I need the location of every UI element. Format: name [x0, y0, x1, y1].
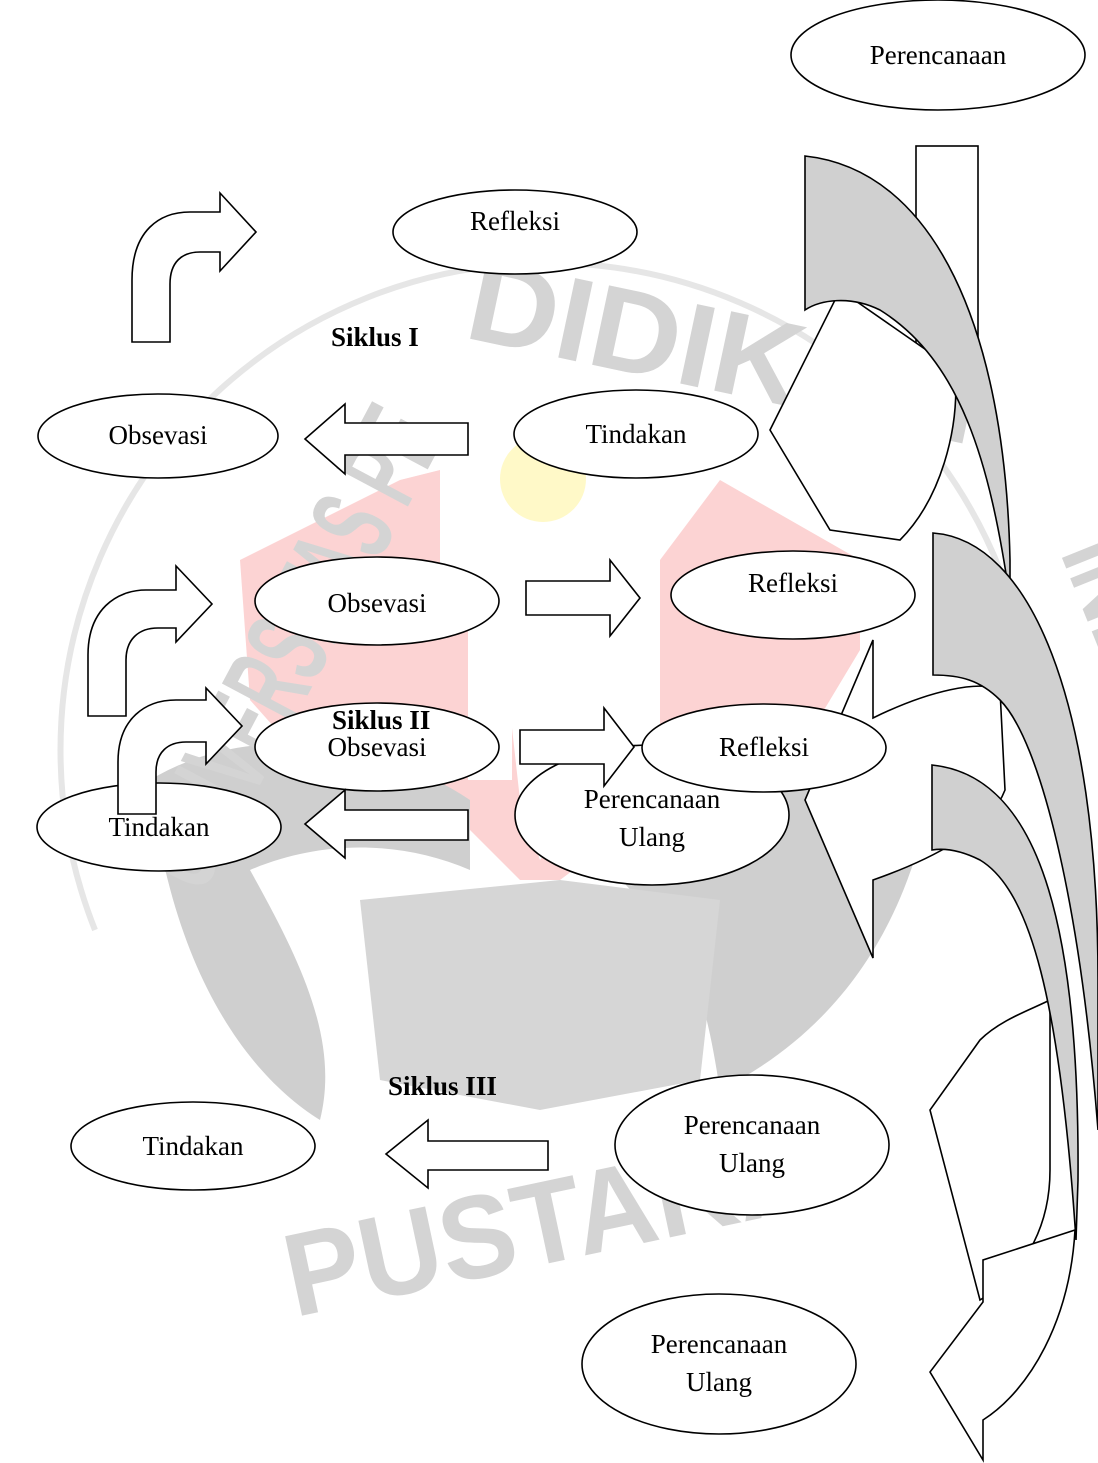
node-obsevasi-1: Obsevasi	[37, 393, 279, 479]
node-obsevasi-1-label: Obsevasi	[109, 420, 208, 450]
node-refleksi-3-label: Refleksi	[719, 732, 809, 762]
node-perencanaan-ulang-3-line1: Perencanaan	[684, 1110, 821, 1140]
node-perencanaan-ulang-4-line1: Perencanaan	[651, 1329, 788, 1359]
node-perencanaan-label: Perencanaan	[870, 40, 1007, 70]
node-obsevasi-3-label: Obsevasi	[328, 732, 427, 762]
curved-arrow-cycle-1	[769, 145, 1011, 601]
node-perencanaan-ulang-2-line2: Ulang	[619, 822, 685, 852]
node-obsevasi-2-label: Obsevasi	[328, 588, 427, 618]
node-perencanaan-ulang-4-line2: Ulang	[686, 1367, 752, 1397]
watermark-gray-center	[360, 880, 720, 1110]
node-refleksi-2: Refleksi	[670, 550, 916, 640]
cycle-label-siklus-2: Siklus II	[332, 705, 430, 735]
node-tindakan-1: Tindakan	[513, 389, 759, 479]
bent-arrow-cycle-2	[87, 563, 214, 717]
node-perencanaan-ulang-4: Perencanaan Ulang	[581, 1293, 857, 1435]
node-tindakan-3-label: Tindakan	[142, 1131, 244, 1161]
node-perencanaan-ulang-3: Perencanaan Ulang	[614, 1074, 890, 1216]
bent-arrow-cycle-3	[117, 685, 244, 815]
cycle-label-siklus-3: Siklus III	[388, 1071, 497, 1101]
arrow-left-cycle-3	[384, 1118, 549, 1190]
node-tindakan-3: Tindakan	[70, 1101, 316, 1191]
bent-arrow-cycle-1	[131, 190, 258, 343]
node-perencanaan-ulang-3-line2: Ulang	[719, 1148, 785, 1178]
curved-arrow-2-body	[932, 532, 1098, 1131]
curved-arrow-cycle-3	[929, 764, 1079, 1463]
arrow-right-cycle-3	[519, 705, 636, 789]
node-refleksi-2-label: Refleksi	[748, 568, 838, 598]
node-obsevasi-2: Obsevasi	[254, 556, 500, 646]
node-refleksi-1-label: Refleksi	[470, 206, 560, 236]
arrow-left-cycle-1	[303, 402, 469, 476]
arrow-left-cycle-2	[303, 788, 469, 860]
curved-arrow-3-body	[931, 764, 1079, 1241]
cycle-label-siklus-1: Siklus I	[331, 322, 419, 352]
node-refleksi-3: Refleksi	[641, 703, 887, 793]
node-tindakan-1-label: Tindakan	[585, 419, 687, 449]
node-refleksi-1: Refleksi	[392, 189, 638, 275]
node-obsevasi-3: Obsevasi	[254, 702, 500, 792]
curved-arrow-1-body	[804, 155, 1011, 601]
arrow-right-cycle-2	[525, 557, 642, 639]
curved-arrow-3-head-lower	[929, 1228, 1076, 1463]
node-tindakan-2: Tindakan	[36, 782, 282, 872]
curved-arrow-1-head	[769, 288, 957, 541]
node-tindakan-2-label: Tindakan	[108, 812, 210, 842]
node-perencanaan-ulang-2-line1: Perencanaan	[584, 784, 721, 814]
node-perencanaan: Perencanaan	[790, 0, 1086, 111]
